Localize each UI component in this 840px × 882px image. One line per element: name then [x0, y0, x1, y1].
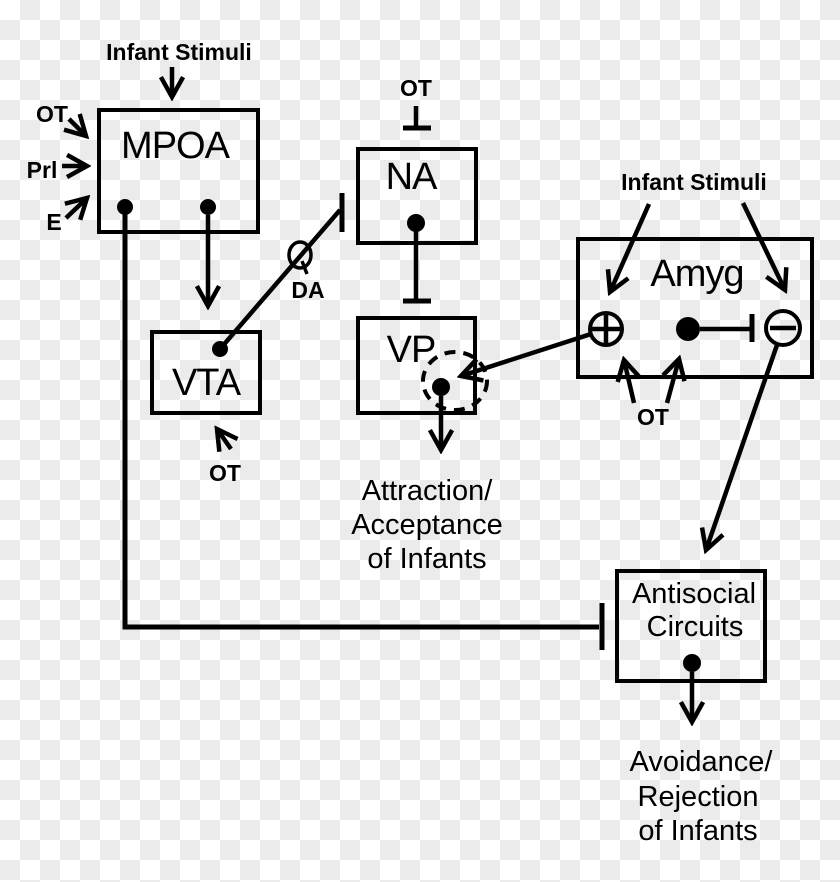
mpoa-left-output-dot	[117, 199, 133, 215]
attraction-output-text: Attraction/ Acceptance of Infants	[351, 475, 503, 575]
ot-to-mpoa-arrow	[69, 119, 86, 136]
na-output-dot	[407, 214, 425, 232]
vta-node: VTA	[150, 330, 262, 415]
vta-box	[150, 330, 262, 415]
prl-mpoa-label: Prl	[27, 157, 58, 183]
da-synapse-tail	[300, 260, 309, 275]
antisocial-label-line2: Circuits	[647, 611, 744, 643]
da-synapse-circle	[287, 240, 313, 270]
mpoa-box	[97, 108, 260, 234]
infant-stimuli-amyg-label: Infant Stimuli	[621, 169, 767, 195]
attraction-line1: Attraction/	[362, 475, 493, 507]
avoidance-line3: of Infants	[638, 815, 757, 847]
amyg-node: Amyg	[576, 237, 814, 379]
amyg-neuron-dot	[676, 317, 700, 341]
na-label: NA	[386, 156, 438, 198]
ot-mpoa-label: OT	[36, 101, 68, 127]
vp-dashed-synapse-circle	[421, 350, 489, 412]
antisocial-label-line1: Antisocial	[632, 578, 756, 610]
minus-sign-icon	[764, 309, 802, 347]
amyg-plus-to-vp-arrow	[461, 331, 592, 376]
amyg-minus-to-antisocial-arrow	[706, 344, 780, 550]
vta-label: VTA	[172, 362, 242, 404]
e-mpoa-label: E	[46, 209, 61, 235]
attraction-line2: Acceptance	[351, 509, 503, 541]
mpoa-label: MPOA	[121, 125, 231, 167]
ot-vta-label: OT	[209, 460, 241, 486]
ot-to-vta-arrow	[217, 429, 231, 449]
attraction-line3: of Infants	[367, 543, 486, 575]
vta-to-na-line	[218, 208, 342, 351]
avoidance-line2: Rejection	[638, 781, 759, 813]
infant-stimuli-to-plus-arrow	[610, 203, 652, 292]
amyg-label: Amyg	[650, 253, 743, 295]
vp-label: VP	[387, 329, 436, 371]
ot-to-amyg-left-arrow	[624, 360, 634, 404]
mpoa-node: MPOA	[97, 108, 260, 234]
ot-to-amyg-right-arrow	[667, 359, 679, 404]
minus-circle	[764, 309, 802, 347]
vta-output-dot	[212, 341, 228, 357]
mpoa-right-output-dot	[200, 199, 216, 215]
plus-sign-icon	[588, 311, 624, 347]
mpoa-to-antisocial-line	[122, 212, 599, 630]
avoidance-output-text: Avoidance/ Rejection of Infants	[630, 746, 774, 847]
vp-synapse-dot	[432, 378, 450, 396]
e-to-mpoa-arrow	[66, 198, 87, 218]
antisocial-output-dot	[683, 654, 701, 672]
plus-circle	[588, 311, 624, 347]
ot-na-label: OT	[400, 75, 432, 101]
vp-node: VP	[356, 316, 477, 415]
ot-amyg-label: OT	[637, 404, 669, 430]
infant-stimuli-mpoa-label: Infant Stimuli	[106, 39, 252, 65]
amyg-box	[576, 237, 814, 379]
avoidance-line1: Avoidance/	[630, 746, 774, 778]
infant-stimuli-to-minus-arrow	[740, 202, 785, 290]
da-label: DA	[291, 277, 324, 303]
